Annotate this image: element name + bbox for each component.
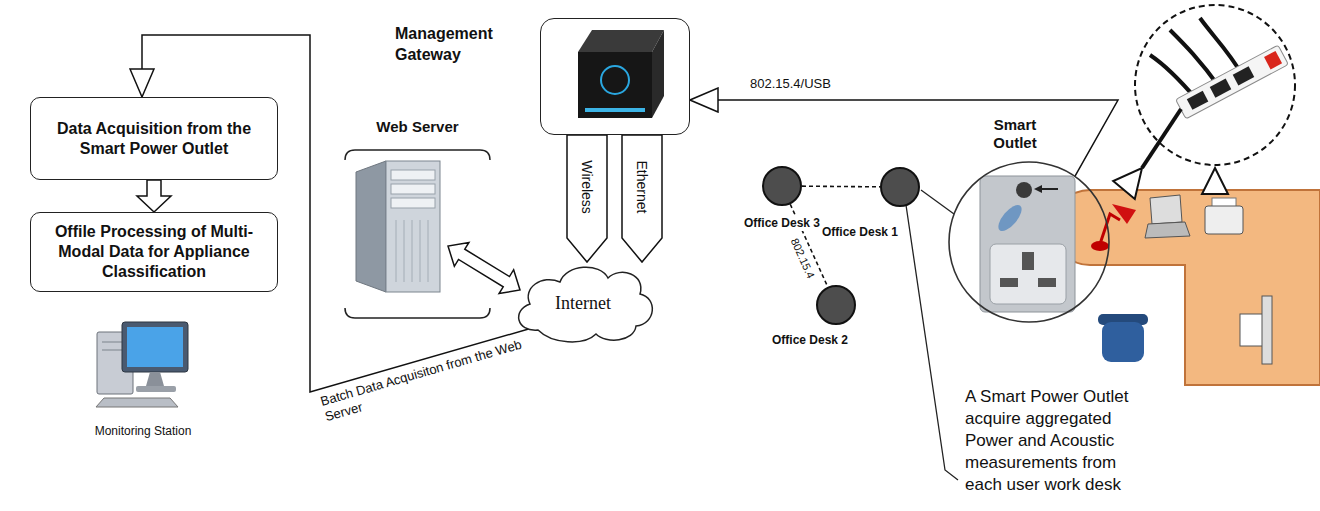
server-side [356, 161, 386, 292]
block-arrow [448, 242, 520, 293]
outlet-circle: Smart Outlet [946, 116, 1112, 326]
drive-bay [391, 198, 435, 208]
server-heading: Web Server [340, 118, 495, 136]
gateway-device [578, 30, 664, 118]
desk-node: Office Desk 1 [880, 167, 920, 207]
gateway-heading: Management Gateway [395, 23, 519, 65]
desk-label: Office Desk 3 [742, 216, 822, 231]
desk-marker [816, 285, 856, 325]
power-strip-zoom [1113, 5, 1295, 199]
desk-node: Office Desk 2 [816, 285, 856, 325]
monitor-stand [146, 372, 164, 386]
laptop-screen [1150, 195, 1182, 224]
socket-slot [1038, 278, 1056, 287]
power-strip [1176, 45, 1289, 119]
edge-label: Ethernet [634, 160, 650, 213]
server-front [386, 161, 440, 292]
callout-note: A Smart Power Outlet acquire aggregated … [965, 386, 1150, 496]
connector-line [690, 100, 1118, 176]
plug [1210, 79, 1232, 98]
station-label: Monitoring Station [95, 424, 192, 439]
lamp-shade [1112, 204, 1136, 224]
desk-node: Office Desk 3 [762, 166, 802, 206]
plug [1187, 91, 1209, 110]
lamp-arm [1100, 214, 1120, 244]
server-group: Web Server [340, 118, 495, 323]
device-top [578, 30, 664, 52]
desk-label: Office Desk 2 [770, 333, 850, 348]
socket-slot [1022, 252, 1034, 270]
radio-link [802, 185, 880, 187]
desk-marker [880, 167, 920, 207]
outlet-photo [980, 176, 1075, 312]
zoom-circle [949, 162, 1109, 322]
laptop-base [1145, 222, 1190, 238]
desk-illustration [1053, 190, 1320, 385]
process-box: Data Acquisition from the Smart Power Ou… [30, 97, 278, 180]
desk-marker [762, 166, 802, 206]
keyboard [96, 398, 178, 407]
hollow-arrowhead [1202, 168, 1228, 194]
internet-cloud: Internet [508, 258, 658, 346]
outlet-body [980, 176, 1075, 312]
outlet-label: Smart Outlet [980, 116, 1050, 152]
cloud-label: Internet [508, 292, 658, 314]
process-box: Offile Processing of Multi-Modal Data fo… [30, 212, 278, 292]
block-arrow [567, 135, 607, 262]
bracket [345, 150, 490, 160]
server-icon [345, 150, 490, 318]
edge-label: 802.15.4 [787, 235, 817, 281]
pointer-head [1034, 185, 1042, 193]
desk-label: Office Desk 1 [820, 225, 900, 240]
strip-switch [1264, 51, 1282, 69]
hollow-arrowhead [1113, 168, 1142, 199]
monitor-side [1262, 296, 1272, 364]
chair-seat [1102, 322, 1144, 362]
bracket [345, 308, 490, 318]
device-front [578, 52, 652, 118]
drive-bay [391, 184, 435, 194]
socket-face [990, 244, 1066, 304]
drive-bay [391, 170, 435, 180]
vent-line [420, 220, 421, 282]
main-cord [1142, 109, 1181, 168]
block-arrow [622, 135, 662, 262]
box-label: Data Acquisition from the Smart Power Ou… [45, 119, 263, 159]
desk-top [1053, 190, 1320, 385]
box-label: Offile Processing of Multi-Modal Data fo… [45, 222, 263, 282]
leader-line [921, 190, 954, 214]
vent-line [396, 220, 397, 282]
edge-label: Batch Data Acquisiton from the Web Serve… [319, 335, 534, 425]
monitor-base [1240, 314, 1264, 346]
gateway-box: Management Gateway [540, 18, 690, 135]
block-arrow [137, 180, 171, 212]
monitor-frame [122, 322, 188, 372]
vent-line [412, 220, 413, 282]
plug [1233, 66, 1255, 85]
device-logo [601, 66, 629, 94]
pointer-line [1040, 188, 1058, 190]
desk-circle [881, 168, 919, 206]
vent-line [428, 220, 429, 282]
computer-icon [96, 322, 188, 407]
device-strip [585, 108, 645, 112]
monitor-base [136, 386, 176, 392]
printer [1205, 206, 1243, 234]
desk-circle [763, 167, 801, 205]
strip-body [1176, 45, 1289, 119]
edge-group [137, 35, 1118, 392]
monitor-screen [127, 327, 183, 367]
edge-label: Wireless [579, 160, 595, 214]
vent-line [404, 220, 405, 282]
leader-line [906, 205, 958, 480]
device-side [652, 30, 664, 118]
edge-label: 802.15.4/USB [750, 76, 831, 92]
socket-slot [1000, 278, 1018, 287]
outlet-logo [994, 201, 1025, 235]
desk-circle [817, 286, 855, 324]
outlet-sensor [1016, 182, 1032, 198]
